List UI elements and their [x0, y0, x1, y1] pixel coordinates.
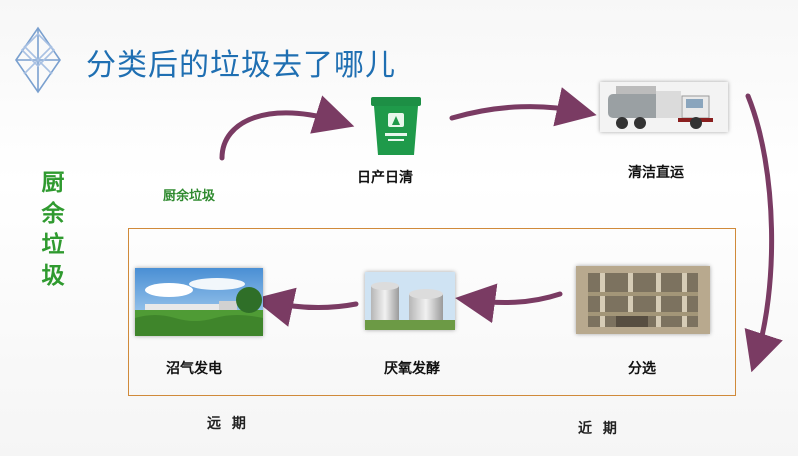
kitchen-waste-bin-icon: [371, 97, 421, 155]
biogas-plant-photo: [135, 268, 263, 336]
garbage-truck-icon: [600, 82, 728, 132]
step-label-truck: 清洁直运: [628, 165, 684, 181]
step-label-biogas: 沼气发电: [166, 361, 222, 377]
page-title: 分类后的垃圾去了哪儿: [86, 48, 396, 83]
step-label-bin: 日产日清: [357, 170, 413, 186]
tetrahedron-logo-icon: [15, 26, 61, 94]
phase-label-near: 近 期: [578, 421, 620, 437]
anaerobic-digester-photo: [365, 272, 455, 330]
process-box: [128, 228, 736, 396]
vertical-category-label: 厨余垃圾: [41, 170, 65, 289]
sorting-facility-photo: [576, 266, 710, 334]
step-label-anaerobic: 厌氧发酵: [384, 361, 440, 377]
source-label: 厨余垃圾: [163, 189, 216, 204]
phase-label-far: 远 期: [207, 416, 249, 432]
step-label-sorting: 分选: [628, 361, 656, 377]
